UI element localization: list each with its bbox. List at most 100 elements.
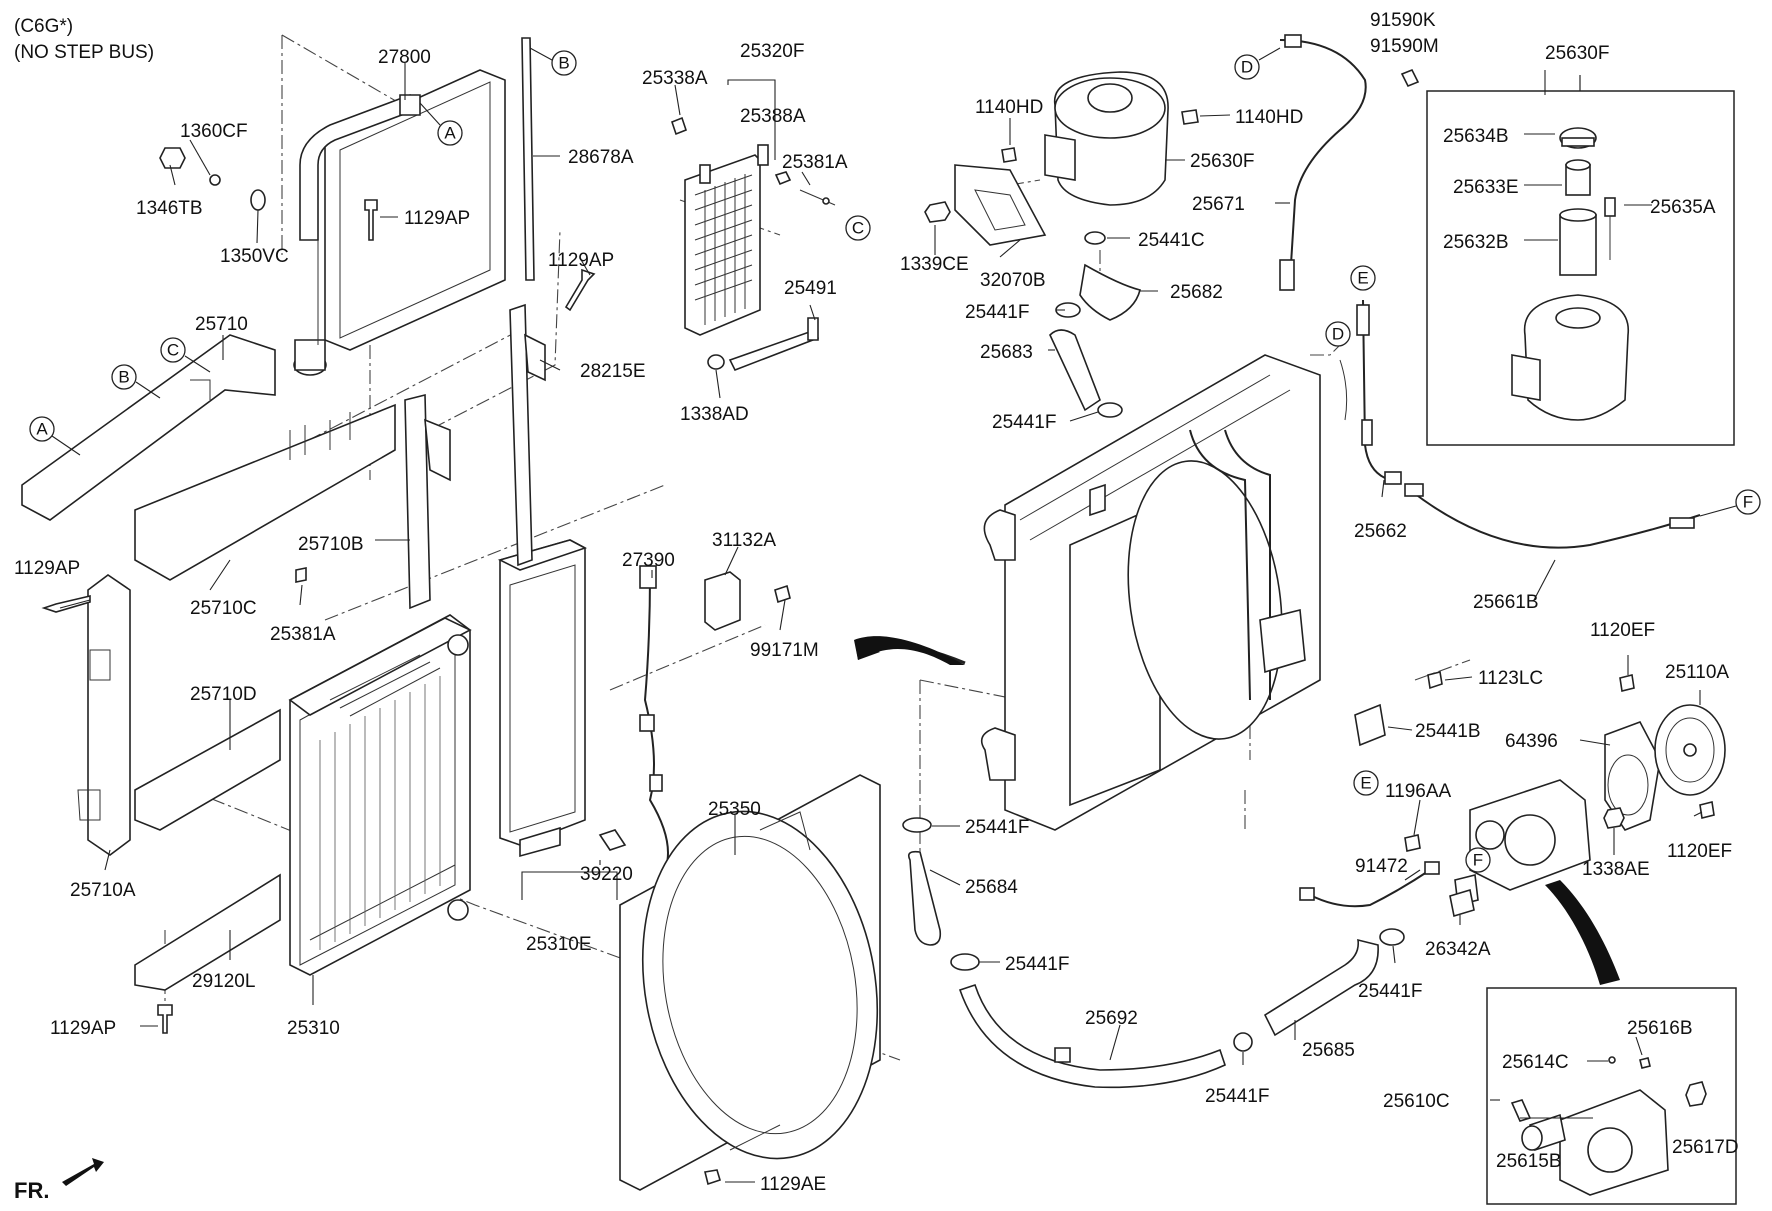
clamp-25441B	[1354, 703, 1386, 747]
ref-callout-b-bracket: B	[111, 364, 137, 390]
front-direction-indicator: FR.	[14, 1158, 104, 1203]
svg-text:F: F	[1743, 493, 1753, 512]
label-1338AD: 1338AD	[680, 404, 749, 425]
ref-callout-d-assembly: D	[1325, 321, 1351, 347]
front-label: FR.	[14, 1178, 49, 1203]
bolt-25381A-low	[295, 567, 307, 583]
bolt-25381A-top	[799, 189, 836, 206]
label-25441F-3: 25441F	[965, 817, 1029, 838]
bracket-25710	[21, 334, 396, 581]
svg-text:C: C	[852, 219, 864, 238]
label-25441F-5: 25441F	[1205, 1086, 1269, 1107]
ref-callout-c-bracket: C	[160, 337, 186, 363]
hose-25684	[907, 850, 942, 946]
svg-text:E: E	[1357, 269, 1368, 288]
model-note: (NO STEP BUS)	[14, 42, 154, 63]
hose-25683	[1049, 329, 1101, 412]
label-25661B: 25661B	[1473, 592, 1539, 613]
insert-25633E	[1565, 159, 1591, 196]
label-26342A: 26342A	[1425, 939, 1491, 960]
bolt-1129AP-left	[41, 594, 91, 613]
sensor-39220	[598, 829, 627, 851]
oil-cooler-25320F	[684, 144, 769, 336]
label-1338AE: 1338AE	[1582, 859, 1650, 880]
label-1140HD-left: 1140HD	[975, 97, 1043, 118]
ref-callout-b-top: B	[551, 50, 577, 76]
label-25441B: 25441B	[1415, 721, 1481, 742]
sensor-26342A	[1449, 888, 1475, 918]
bolt-99171M	[774, 584, 791, 604]
bolt-1120EF-top	[1619, 674, 1635, 692]
label-1350VC: 1350VC	[220, 246, 289, 267]
label-1196AA: 1196AA	[1385, 781, 1452, 802]
label-25632B: 25632B	[1443, 232, 1509, 253]
label-25491: 25491	[784, 278, 837, 299]
label-91590M: 91590M	[1370, 36, 1439, 57]
label-25710D: 25710D	[190, 684, 257, 705]
label-25634B: 25634B	[1443, 126, 1509, 147]
label-25310: 25310	[287, 1018, 340, 1039]
label-25710C: 25710C	[190, 598, 257, 619]
pulley-25110A	[1654, 704, 1726, 796]
cap-25634B	[1559, 127, 1597, 149]
nut-1339CE	[924, 201, 951, 223]
ref-callout-f-right: F	[1735, 489, 1761, 515]
label-1129AE: 1129AE	[760, 1174, 826, 1195]
label-25685: 25685	[1302, 1040, 1355, 1061]
ref-callout-f-pump: F	[1465, 847, 1491, 873]
label-25616B: 25616B	[1627, 1018, 1693, 1039]
detail-box-25610C	[1486, 987, 1737, 1205]
label-25682: 25682	[1170, 282, 1223, 303]
label-25633E: 25633E	[1453, 177, 1519, 198]
svg-text:D: D	[1241, 58, 1253, 77]
label-25110A: 25110A	[1665, 662, 1729, 683]
label-25338A: 25338A	[642, 68, 708, 89]
label-25441F-1: 25441F	[965, 302, 1029, 323]
cooler-25310E	[497, 539, 588, 858]
bracket-28215E	[509, 303, 546, 567]
clamp-25441F-2	[1097, 402, 1123, 418]
hose-25682	[1079, 263, 1141, 321]
label-27390: 27390	[622, 550, 675, 571]
label-25662: 25662	[1354, 521, 1407, 542]
label-25635A: 25635A	[1650, 197, 1716, 218]
hose-25692	[958, 983, 1226, 1089]
pin-25616B	[1639, 1057, 1651, 1069]
label-25710B: 25710B	[298, 534, 364, 555]
label-28215E: 28215E	[580, 361, 646, 382]
bolt-1196AA	[1404, 834, 1421, 852]
label-25388A: 25388A	[740, 106, 806, 127]
ref-callout-c-cooler: C	[845, 215, 871, 241]
label-29120L: 29120L	[192, 971, 255, 992]
label-32070B: 32070B	[980, 270, 1046, 291]
label-25610C: 25610C	[1383, 1091, 1450, 1112]
bracket-64396	[1604, 721, 1661, 831]
label-1129AP-top: 1129AP	[404, 208, 470, 229]
washer-1350VC	[250, 189, 266, 211]
leader-lines	[59, 63, 1703, 1183]
svg-text:B: B	[558, 54, 569, 73]
pin-25635A	[1604, 197, 1616, 260]
label-1339CE: 1339CE	[900, 254, 969, 275]
label-25350: 25350	[708, 799, 761, 820]
hose-25661B	[1404, 483, 1701, 549]
filter-25632B	[1559, 208, 1597, 276]
label-1129AP-left: 1129AP	[14, 558, 80, 579]
front-arrow-icon	[62, 1158, 104, 1186]
bolt-1129AP-top	[364, 199, 378, 241]
svg-text:E: E	[1360, 774, 1371, 793]
label-99171M: 99171M	[750, 640, 819, 661]
sensor-harness-27390	[639, 565, 669, 881]
fastener-1360CF	[209, 174, 221, 186]
bolt-1120EF-bottom	[1699, 801, 1715, 819]
bolt-1129AP-bottom	[157, 1004, 173, 1034]
label-25684: 25684	[965, 877, 1018, 898]
label-25310E: 25310E	[526, 934, 592, 955]
label-25710: 25710	[195, 314, 248, 335]
ref-callout-d-top: D	[1234, 54, 1260, 80]
bracket-25710A	[77, 574, 131, 856]
label-25381A-low: 25381A	[270, 624, 336, 645]
pump-assembly	[1454, 779, 1591, 906]
clamp-25441F-4	[950, 953, 980, 971]
